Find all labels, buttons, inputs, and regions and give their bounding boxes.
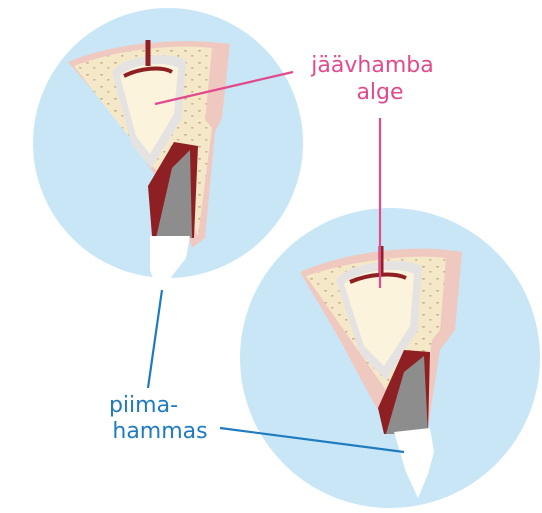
permanent-tooth-bud-label: jäävhamba alge — [310, 53, 440, 105]
primary-tooth-leader-line-upper — [148, 290, 162, 388]
primary-tooth-label: piima- hammas — [109, 393, 208, 444]
early-stage-illustration — [33, 8, 303, 296]
late-stage-illustration — [240, 208, 540, 508]
